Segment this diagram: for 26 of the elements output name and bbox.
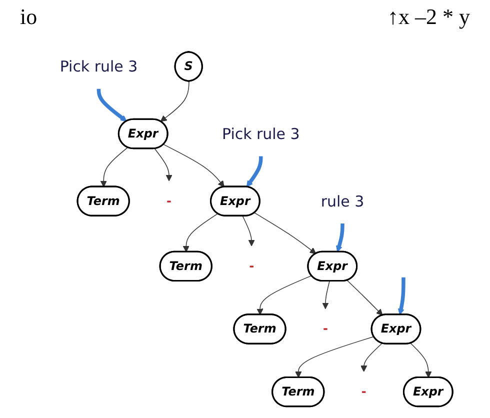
- arrow: [295, 336, 374, 378]
- arrow: [154, 148, 172, 182]
- node-text: -: [166, 194, 172, 208]
- arrow: [322, 280, 330, 310]
- arrow: [242, 216, 255, 246]
- arrow: [160, 81, 190, 122]
- arrow: [410, 342, 432, 378]
- arrow: [346, 280, 383, 316]
- arrow: [182, 213, 218, 252]
- note-text: ↑x –2 * y: [388, 4, 470, 31]
- node-text: -: [249, 258, 254, 273]
- node-text: Pick rule 3: [222, 124, 300, 143]
- arrow: [96, 88, 127, 122]
- arrow: [254, 212, 316, 254]
- arrow: [256, 275, 312, 316]
- node-text: rule 3: [320, 192, 364, 210]
- note-text: io: [20, 4, 38, 31]
- node-text: Pick rule 3: [60, 57, 138, 76]
- arrow: [246, 156, 263, 188]
- arrow: [360, 342, 382, 372]
- arrow: [163, 144, 224, 188]
- node-text: -: [361, 384, 366, 399]
- arrow: [336, 224, 344, 252]
- arrow: [398, 277, 406, 316]
- node-text: -: [322, 322, 328, 336]
- arrow: [100, 147, 128, 188]
